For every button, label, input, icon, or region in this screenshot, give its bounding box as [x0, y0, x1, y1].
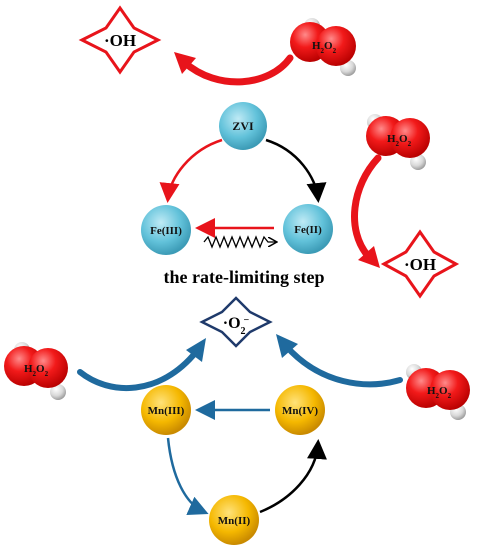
mn3-node: Mn(III)	[141, 385, 191, 435]
arrow-h2o2-left-to-superoxide	[77, 349, 199, 391]
mn2-label: Mn(II)	[218, 515, 251, 527]
h2o2-label-top: H2O2	[312, 40, 337, 55]
h2o2-molecule-right: H2O2	[366, 114, 430, 170]
fe2-node: Fe(II)	[283, 204, 333, 254]
arrowhead-oh-right	[358, 246, 380, 268]
oh-star-right: ·OH	[380, 229, 460, 299]
zigzag-arrow-fe3-to-fe2	[203, 235, 276, 249]
rate-limiting-caption: the rate-limiting step	[164, 267, 325, 287]
h2o2-label-left: H2O2	[24, 363, 49, 378]
h2o2-molecule-left: H2O2	[4, 342, 68, 400]
arrowhead-superoxide-right	[276, 334, 298, 358]
arrowhead-superoxide-left	[186, 338, 206, 362]
superoxide-star: ·O2−	[199, 296, 273, 348]
fe3-label: Fe(III)	[150, 225, 182, 237]
h2o2-molecule-bottom-right: H2O2	[406, 364, 470, 420]
arrowhead-oh-top	[174, 52, 196, 74]
superoxide-label: ·O2−	[223, 315, 250, 337]
star-shape	[78, 5, 162, 75]
h2o2-label-right: H2O2	[387, 133, 412, 148]
fe3-node: Fe(III)	[141, 205, 191, 255]
h2o2-molecule-top: H2O2	[290, 18, 356, 76]
arrow-zvi-to-fe3	[159, 138, 223, 203]
oh-label-top: ·OH	[104, 31, 136, 50]
zvi-label: ZVI	[232, 119, 254, 133]
arrow-zvi-to-fe2	[265, 138, 327, 203]
arrow-mn2-to-mn4	[259, 439, 327, 514]
fe2-label: Fe(II)	[294, 224, 322, 236]
arrow-h2o2-right-to-superoxide	[283, 343, 403, 388]
mn3-label: Mn(III)	[148, 405, 185, 417]
arrow-mn3-to-mn2	[166, 437, 209, 516]
star-shape	[199, 296, 273, 348]
h2o2-label-bottom-right: H2O2	[427, 385, 452, 400]
oh-star-top: ·OH	[78, 5, 162, 75]
mn2-node: Mn(II)	[209, 495, 259, 545]
arrow-h2o2-to-oh-top	[180, 54, 294, 86]
star-shape	[380, 229, 460, 299]
mn4-node: Mn(IV)	[275, 385, 325, 435]
arrow-h2o2-to-oh-right	[351, 154, 382, 260]
mn4-label: Mn(IV)	[282, 405, 318, 417]
zvi-node: ZVI	[219, 102, 267, 150]
oh-label-right: ·OH	[404, 255, 436, 274]
